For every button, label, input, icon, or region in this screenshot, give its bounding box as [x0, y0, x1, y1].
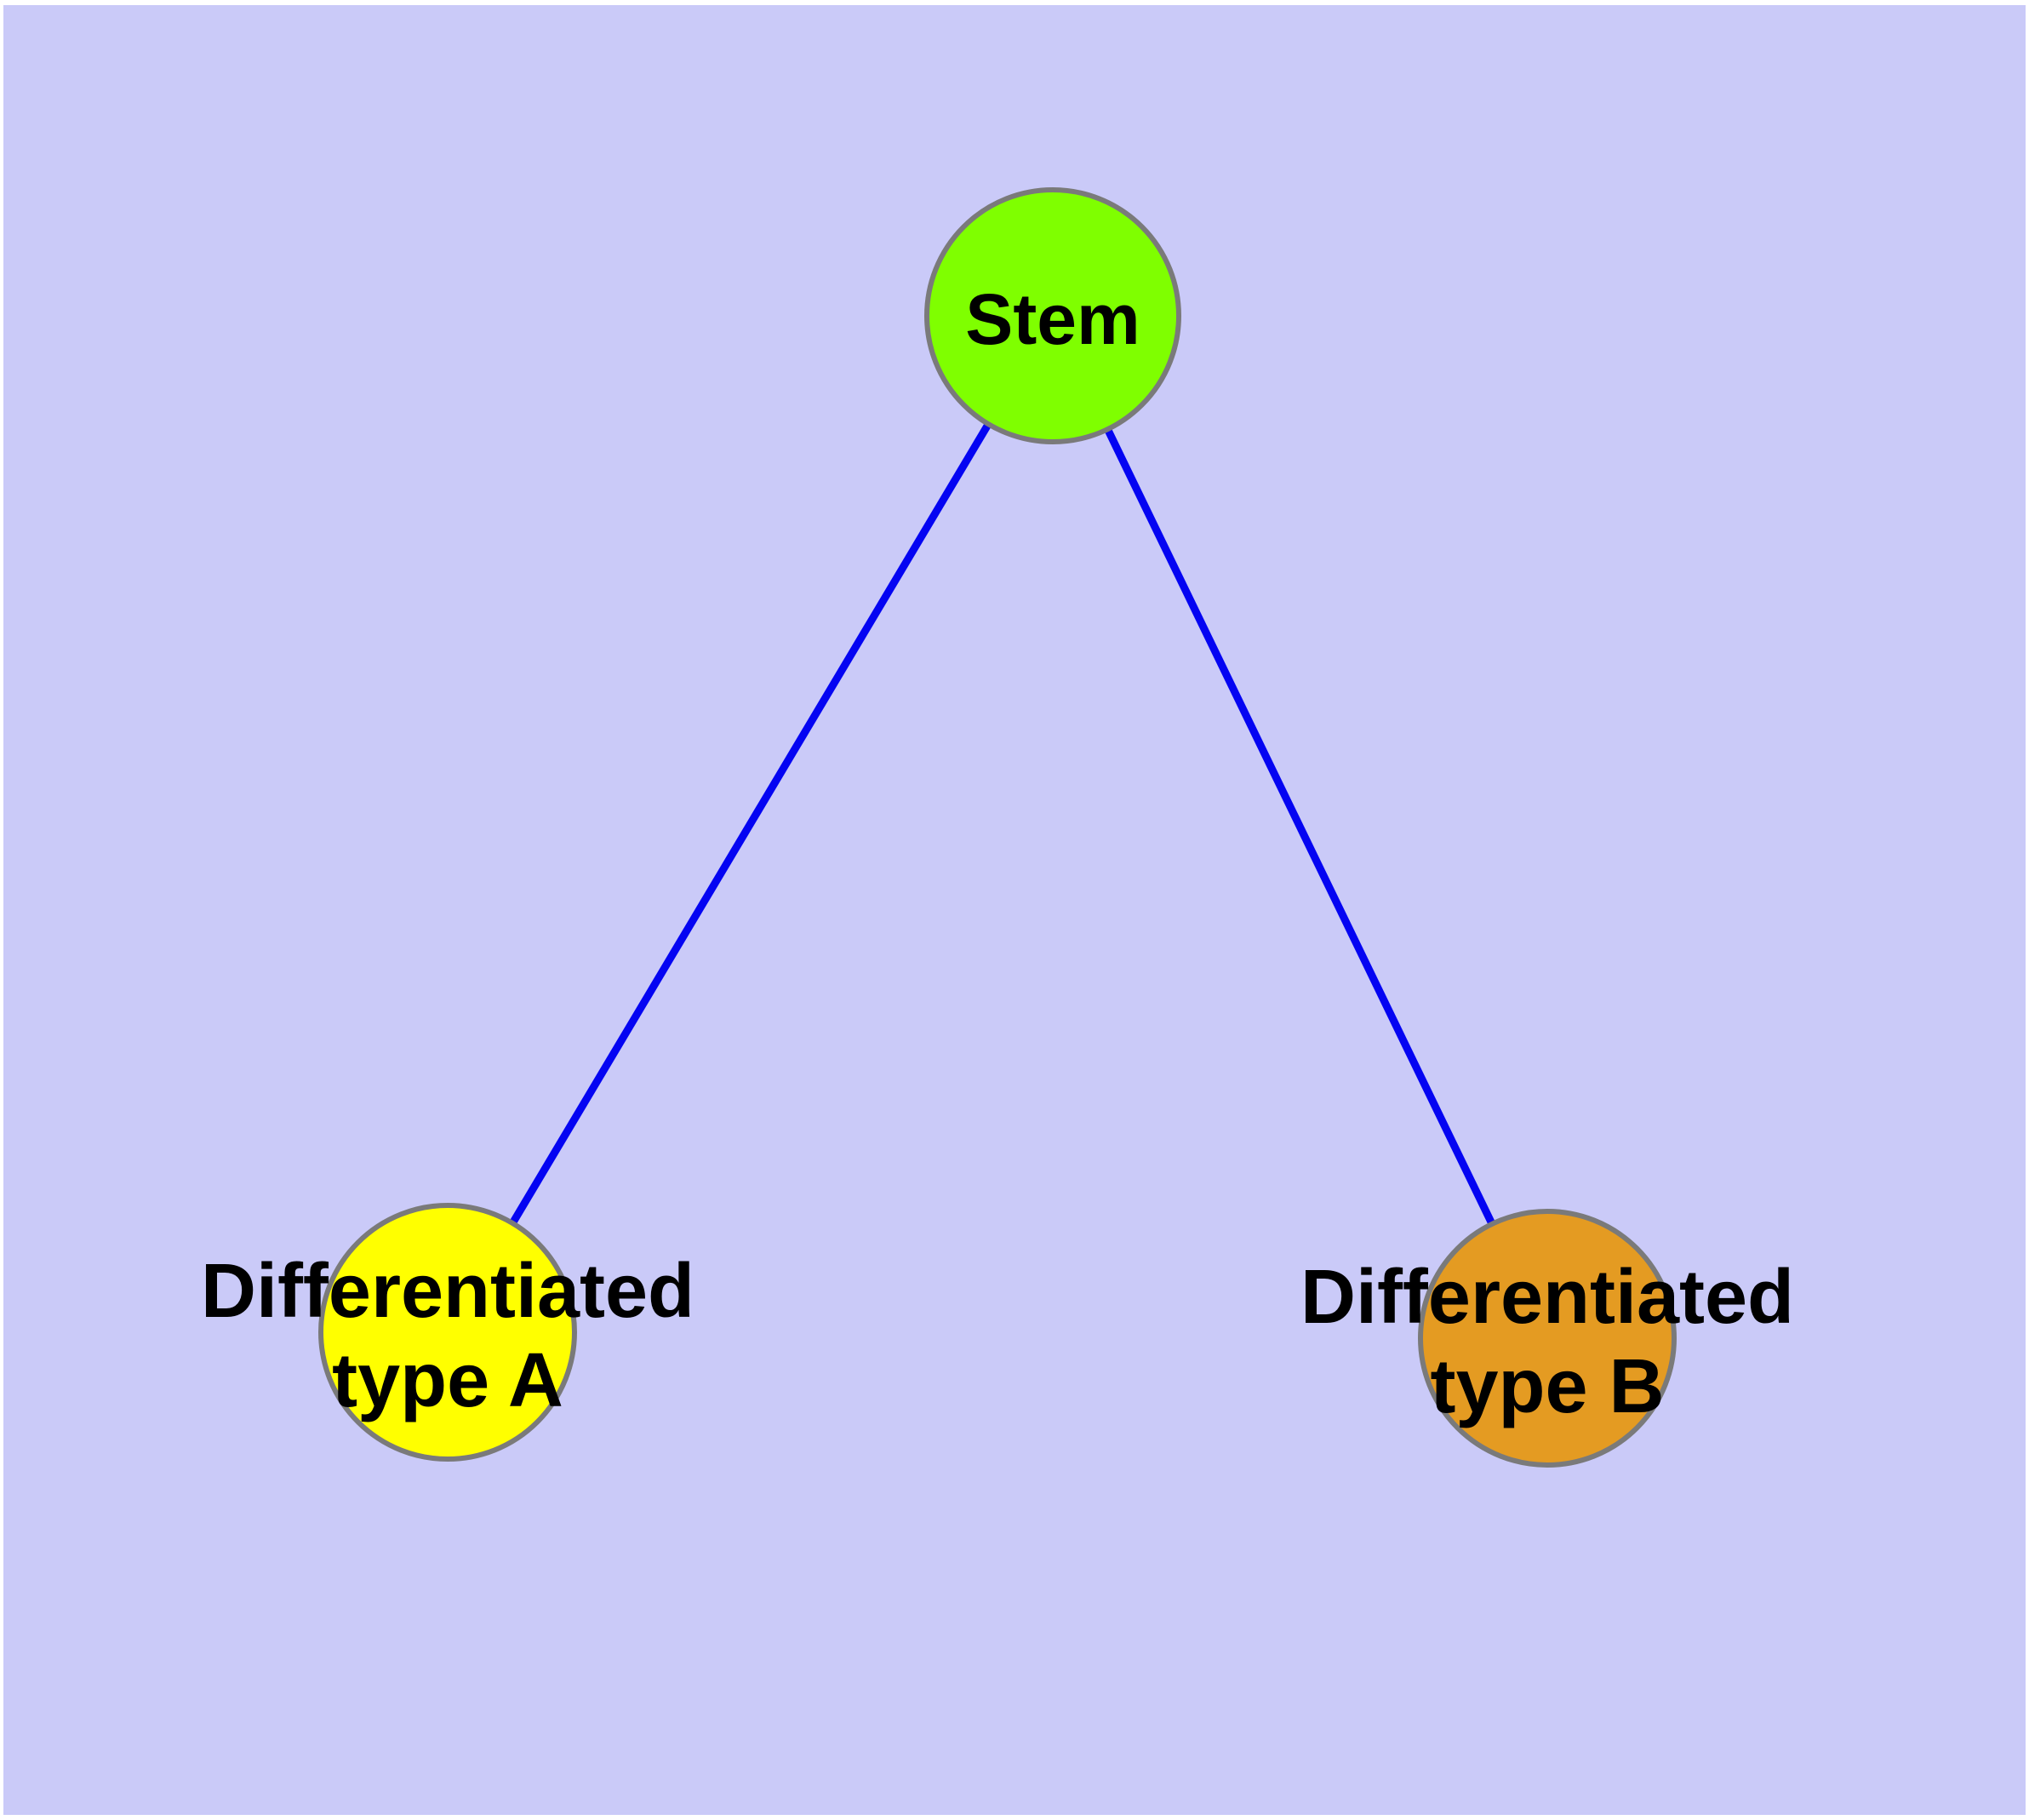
node-type-b-label-line1: Differentiated: [1300, 1255, 1794, 1340]
node-type-b-label-line2: type B: [1430, 1344, 1664, 1429]
node-type-a-circle: [318, 1203, 577, 1462]
node-type-a-label-line2: type A: [332, 1338, 563, 1423]
edge-stem-to-type-a: [444, 313, 1056, 1335]
node-type-a-label-line1: Differentiated: [201, 1249, 694, 1334]
node-stem-circle: [924, 187, 1181, 444]
node-stem-label: Stem: [965, 279, 1140, 359]
edge-stem-to-type-b: [1049, 314, 1552, 1340]
node-type-b-circle: [1418, 1209, 1677, 1468]
